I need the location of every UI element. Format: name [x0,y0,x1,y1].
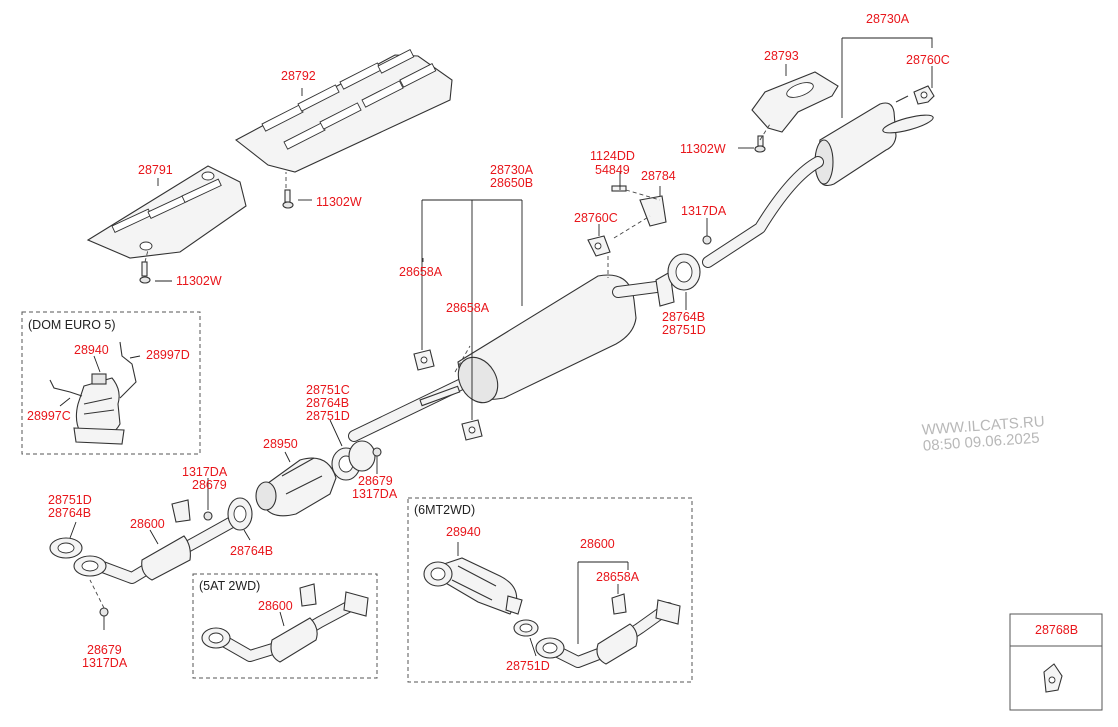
label-1124DD: 1124DD [590,149,635,163]
label-1317DA-bottom: 1317DA [82,656,128,670]
part-28768B-box [1009,613,1103,711]
nut-28679-left[interactable] [203,511,213,521]
gasket-28764B-mid[interactable] [348,440,376,472]
label-28997D: 28997D [146,348,190,362]
front-pipe-28600-6mt[interactable] [535,599,681,668]
catalyst-28940-6mt[interactable] [423,557,523,615]
label-28658A-6mt: 28658A [596,570,640,584]
label-28600-6mt: 28600 [580,537,615,551]
hanger-28768B[interactable] [1043,663,1063,693]
hanger-28658A-a[interactable] [413,349,435,371]
label-28768B: 28768B [1035,623,1078,637]
gasket-28751D-6mt[interactable] [513,619,539,637]
gasket-28764B-right[interactable] [667,253,701,291]
nut-28679-bottom[interactable] [99,607,109,617]
bracket-28784[interactable] [611,185,667,227]
5at-box-title: (5AT 2WD) [199,579,260,593]
label-28658A-b: 28658A [446,301,490,315]
5at-2wd-variant-box: (5AT 2WD) [192,573,378,679]
nut-1317DA-mid[interactable] [372,447,382,457]
label-28950: 28950 [263,437,298,451]
label-28751D-left: 28751D [48,493,92,507]
hanger-28760C-mid[interactable] [587,235,611,257]
label-1317DA-right: 1317DA [681,204,727,218]
label-28784: 28784 [641,169,676,183]
label-28764B-bottom: 28764B [230,544,273,558]
label-28792: 28792 [281,69,316,83]
label-28760C-mid: 28760C [574,211,618,225]
label-28940-euro5: 28940 [74,343,109,357]
euro5-box-title: (DOM EURO 5) [28,318,116,332]
catalyst-28950[interactable] [255,457,337,517]
label-28600-main: 28600 [130,517,165,531]
label-28751D-mid: 28751D [306,409,350,423]
label-11302W-mid: 11302W [316,195,362,209]
label-28658A-a: 28658A [399,265,443,279]
label-11302W-low: 11302W [176,274,222,288]
label-11302W-top: 11302W [680,142,726,156]
label-54849: 54849 [595,163,630,177]
label-28940-6mt: 28940 [446,525,481,539]
label-28791: 28791 [138,163,173,177]
center-muffler-28650B[interactable] [348,274,670,442]
hanger-28760C-top[interactable] [913,85,935,105]
gasket-28764B-bottom[interactable] [227,497,253,531]
bolt-11302W-mid[interactable] [282,189,294,209]
watermark: WWW.ILCATS.RU 08:50 09.06.2025 [921,413,1045,455]
heat-shield-28793[interactable] [751,71,839,133]
label-1317DA-mid: 1317DA [352,487,398,501]
label-28764B-right: 28764B [662,310,705,324]
euro5-variant-box: (DOM EURO 5) [21,311,201,455]
label-28679-left: 28679 [192,478,227,492]
label-28764B-mid: 28764B [306,396,349,410]
bolt-11302W-top[interactable] [754,135,766,153]
label-28730A-mid: 28730A [490,163,534,177]
label-28679-bottom: 28679 [87,643,122,657]
rear-muffler-28730A[interactable] [814,95,935,187]
nut-1317DA-right[interactable] [702,235,712,245]
label-28751C: 28751C [306,383,350,397]
label-28751D-6mt: 28751D [506,659,550,673]
front-pipe-28600[interactable] [73,499,238,584]
catalyst-28940-euro5[interactable] [73,373,125,445]
front-pipe-28600-5at[interactable] [201,583,369,663]
label-28764B-left: 28764B [48,506,91,520]
heat-shield-28791[interactable] [86,165,247,259]
6mt-2wd-variant-box: (6MT2WD) [407,497,693,683]
heat-shield-28792[interactable] [234,49,453,173]
label-28751D-right: 28751D [662,323,706,337]
label-28793: 28793 [764,49,799,63]
6mt-box-title: (6MT2WD) [414,503,475,517]
hanger-28658A-6mt[interactable] [611,593,627,615]
hanger-28658A-b[interactable] [461,419,483,441]
label-28600-5at: 28600 [258,599,293,613]
label-28679-mid: 28679 [358,474,393,488]
label-28730A-top: 28730A [866,12,910,26]
label-28760C-top: 28760C [906,53,950,67]
label-28997C: 28997C [27,409,71,423]
gasket-28751D-left[interactable] [49,537,83,559]
bolt-11302W-low[interactable] [139,261,151,284]
label-28650B: 28650B [490,176,533,190]
label-1317DA-left: 1317DA [182,465,228,479]
